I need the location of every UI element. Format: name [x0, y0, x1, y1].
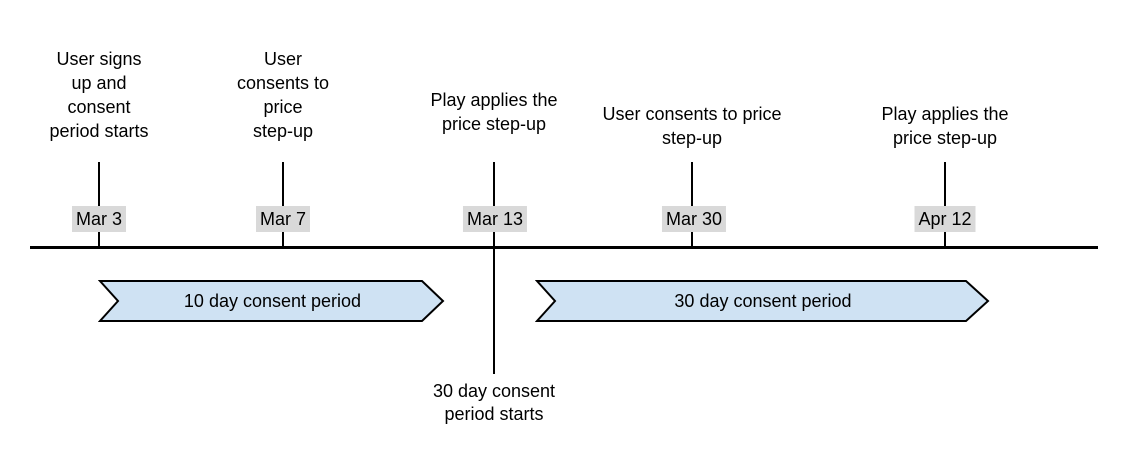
event-label: User signs up and consent period starts	[49, 49, 149, 141]
event-tick	[691, 162, 693, 246]
event-label: User consents to price step-up	[602, 104, 782, 148]
annotation-label: 30 day consent period starts	[432, 381, 556, 424]
date-badge: Mar 30	[661, 206, 727, 232]
date-badge: Mar 3	[71, 206, 127, 232]
event-tick	[282, 162, 284, 246]
event-tick	[493, 162, 495, 246]
event-tick	[98, 162, 100, 246]
event-label: Play applies the price step-up	[881, 104, 1009, 148]
period-arrow-10-day	[98, 280, 445, 322]
period-arrow-shape	[98, 280, 445, 322]
annotation-drop-line	[493, 246, 495, 374]
event-label: Play applies the price step-up	[430, 90, 558, 134]
timeline-axis	[30, 246, 1098, 249]
date-badge: Mar 13	[462, 206, 528, 232]
event-tick	[944, 162, 946, 246]
event-label: User consents to price step-up	[236, 49, 330, 141]
period-arrow-shape	[535, 280, 990, 322]
date-badge: Apr 12	[914, 206, 976, 232]
period-arrow-30-day	[535, 280, 990, 322]
date-badge: Mar 7	[255, 206, 311, 232]
